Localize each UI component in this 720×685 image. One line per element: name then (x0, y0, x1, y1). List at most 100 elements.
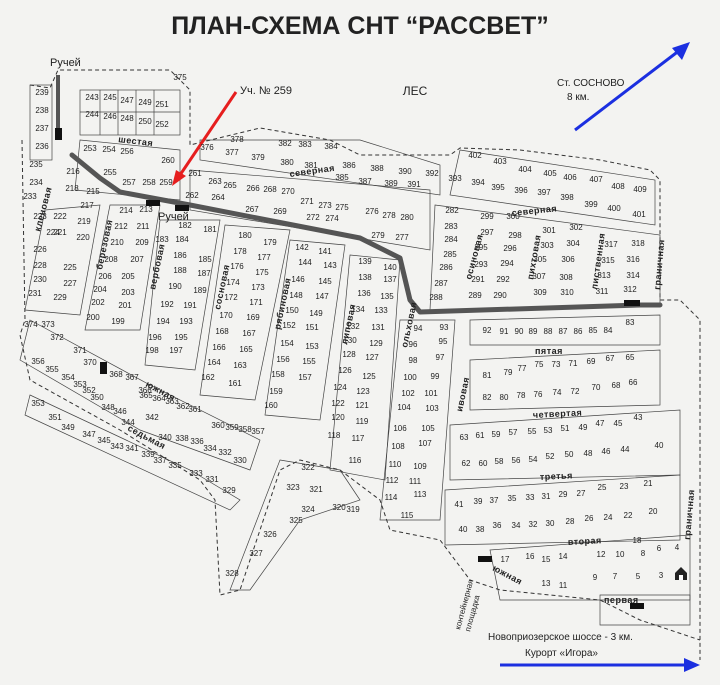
plot-number: 317 (604, 240, 618, 249)
plot-number: 331 (205, 475, 219, 484)
plot-number: 320 (332, 503, 346, 512)
plot-number: 160 (264, 401, 278, 410)
plot-number: 381 (304, 161, 318, 170)
plot-number: 133 (374, 306, 388, 315)
plot-number: 346 (113, 407, 127, 416)
plot-number: 43 (634, 413, 643, 422)
plot-number: 95 (439, 337, 448, 346)
plot-number: 22 (624, 511, 633, 520)
map-title: ПЛАН-СХЕМА СНТ “РАССВЕТ” (171, 12, 549, 40)
plot-number: 406 (563, 173, 577, 182)
plot-number: 364 (152, 394, 166, 403)
plot-number: 93 (440, 323, 449, 332)
plot-number: 55 (528, 427, 537, 436)
plot-number: 69 (587, 357, 596, 366)
plot-number: 86 (574, 327, 583, 336)
plot-number: 348 (101, 403, 115, 412)
plot-number: 327 (249, 549, 263, 558)
plot-number: 216 (66, 167, 80, 176)
plot-number: 143 (323, 261, 337, 270)
street-label-chetvertaya: четвертая (533, 407, 583, 420)
plot-number: 181 (203, 225, 217, 234)
plot-number: 81 (483, 371, 492, 380)
plot-number: 333 (189, 469, 203, 478)
plot-number: 353 (73, 380, 87, 389)
plot-number: 9 (593, 573, 598, 582)
plot-number: 345 (97, 436, 111, 445)
plot-number: 40 (655, 441, 664, 450)
plot-number: 113 (414, 490, 427, 499)
culvert-marker (624, 300, 640, 306)
plot-number: 386 (342, 161, 356, 170)
plot-number: 309 (533, 288, 547, 297)
station-name: Ст. СОСНОВО (557, 78, 625, 89)
plot-number: 70 (592, 383, 601, 392)
plot-number: 390 (398, 167, 412, 176)
plot-number: 180 (238, 231, 252, 240)
plot-number: 223 (33, 212, 47, 221)
plot-number: 238 (35, 106, 49, 115)
plot-number: 141 (318, 247, 332, 256)
plot-number: 270 (281, 187, 295, 196)
plot-number: 178 (233, 247, 247, 256)
plot-number: 15 (542, 555, 551, 564)
plot-number: 239 (35, 88, 49, 97)
plot-number: 308 (559, 273, 573, 282)
plot-number: 392 (425, 169, 439, 178)
plot-number: 235 (29, 160, 43, 169)
plot-number: 129 (369, 339, 383, 348)
plot-number: 17 (501, 555, 510, 564)
plot-number: 321 (309, 485, 323, 494)
plot-number: 137 (383, 275, 397, 284)
house-icon (675, 567, 687, 580)
plot-number: 128 (342, 350, 356, 359)
plot-number: 57 (509, 428, 518, 437)
plot-number: 100 (403, 373, 417, 382)
plot-number: 118 (328, 431, 341, 440)
plot-number: 325 (289, 516, 303, 525)
plot-number: 311 (596, 287, 609, 296)
plot-number: 201 (118, 301, 132, 310)
plot-number: 353 (31, 399, 45, 408)
plot-number: 29 (559, 490, 568, 499)
plot-number: 221 (53, 228, 67, 237)
plot-number: 247 (120, 96, 134, 105)
plot-number: 299 (480, 212, 494, 221)
plot-number: 165 (239, 345, 253, 354)
plot-number: 203 (121, 288, 135, 297)
plot-number: 72 (571, 387, 580, 396)
plot-number: 195 (174, 333, 188, 342)
plot-number: 173 (251, 283, 265, 292)
plot-number: 66 (629, 378, 638, 387)
plot-number: 117 (352, 434, 365, 443)
plot-number: 328 (225, 569, 239, 578)
plot-number: 393 (448, 174, 462, 183)
plot-number: 11 (559, 581, 568, 590)
plot-number: 194 (156, 317, 170, 326)
street-label-ivovaya: ивовая (454, 376, 471, 412)
plot-number: 144 (298, 258, 312, 267)
plot-number: 26 (585, 514, 594, 523)
plot-number: 71 (569, 359, 578, 368)
plot-number: 367 (125, 373, 139, 382)
plot-number: 35 (508, 494, 517, 503)
plot-number: 106 (393, 424, 407, 433)
plot-number: 166 (212, 343, 226, 352)
plot-pointer-arrow (176, 91, 238, 179)
plot-number: 318 (631, 239, 645, 248)
plot-number: 245 (103, 93, 117, 102)
plot-number: 124 (333, 383, 347, 392)
plot-number: 75 (535, 360, 544, 369)
plot-number: 255 (103, 168, 117, 177)
plot-number: 60 (479, 459, 488, 468)
culvert-marker (478, 556, 492, 562)
plot-number: 39 (474, 497, 483, 506)
plot-number: 256 (120, 147, 134, 156)
plot-number: 252 (155, 120, 169, 129)
plot-number: 31 (542, 492, 551, 501)
plot-number: 62 (462, 459, 471, 468)
plot-number: 228 (33, 261, 47, 270)
plot-number: 385 (335, 173, 349, 182)
stream-label: Ручей (158, 211, 189, 223)
plot-number: 179 (263, 238, 277, 247)
